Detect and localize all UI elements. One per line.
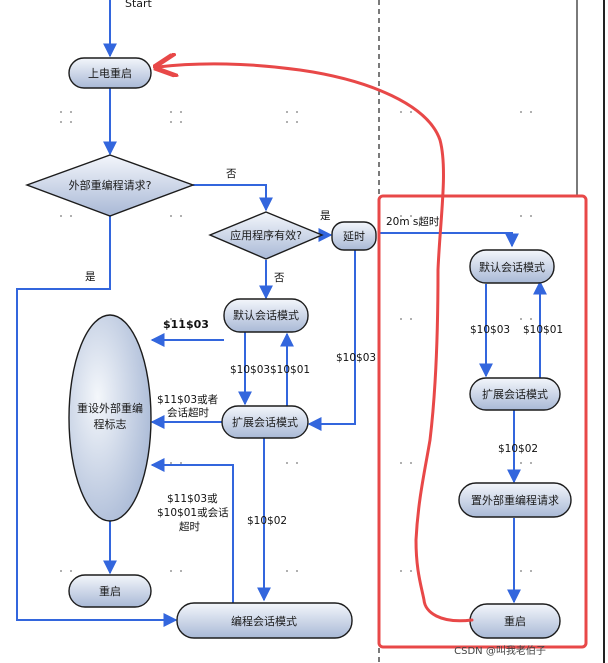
edge-label-10-01-a: $10$01	[270, 364, 310, 376]
node-extended-session-left	[221, 405, 309, 439]
node-set-ext-reprogram-request	[458, 482, 572, 518]
edge-label-11-03-timeout-line2: 会话超时	[167, 406, 209, 419]
grid-dots	[60, 111, 532, 572]
annotation-red-arrow	[158, 64, 474, 623]
node-set-ext-reprogram-request-label: 置外部重编程请求	[471, 493, 559, 507]
edge-label-no-2: 否	[274, 272, 285, 284]
node-ext-reprogram-request	[24, 154, 196, 217]
node-power-on-reset-label: 上电重启	[88, 66, 132, 80]
edge-label-11-03: $11$03	[163, 318, 209, 331]
node-reset-flag	[68, 314, 152, 522]
edge-label-10-03-delay: $10$03	[336, 352, 376, 364]
edge-label-no-1: 否	[226, 168, 237, 180]
edge-20ms-timeout	[380, 232, 519, 248]
node-restart-left	[68, 574, 152, 608]
edge-prog-to-reset-flag	[150, 458, 234, 603]
watermark-text: CSDN @叫我老伯子	[454, 644, 546, 657]
start-label: Start	[125, 0, 153, 10]
edge-label-yes-1: 是	[85, 271, 96, 283]
node-delay-label: 延时	[343, 230, 365, 243]
edge-label-10-03-b: $10$03	[470, 324, 510, 336]
node-reset-flag-label-line2: 程标志	[94, 417, 127, 431]
edge-label-prog-exit-line3: 超时	[179, 520, 200, 533]
edge-label-10-02-b: $10$02	[498, 443, 538, 455]
edge-label-10-03-a: $10$03	[230, 364, 270, 376]
edge-label-20ms-timeout: 20m s超时	[386, 215, 440, 228]
node-app-valid-label: 应用程序有效?	[230, 228, 302, 242]
node-delay	[331, 221, 377, 251]
node-power-on-reset	[68, 57, 152, 89]
node-app-valid	[208, 211, 324, 260]
edge-label-prog-exit-line1: $11$03或	[167, 493, 218, 505]
node-programming-session	[176, 602, 353, 639]
edge-label-10-02-a: $10$02	[247, 515, 287, 527]
node-restart-right-label: 重启	[504, 614, 526, 628]
edge-label-10-01-b: $10$01	[523, 324, 563, 336]
node-ext-reprogram-request-label: 外部重编程请求?	[69, 178, 152, 192]
node-reset-flag-label-line1: 重设外部重编	[77, 401, 143, 415]
annotation-red-box	[377, 194, 588, 649]
edge-req-no	[193, 184, 273, 212]
edge-delay-to-ext	[307, 250, 356, 431]
edge-label-yes-2: 是	[320, 210, 331, 222]
edge-label-11-03-timeout-line1: $11$03或者	[157, 394, 218, 406]
edge-req-yes	[16, 216, 178, 627]
node-extended-session-left-label: 扩展会话模式	[232, 415, 298, 429]
edge-label-prog-exit-line2: $10$01或会话	[157, 506, 229, 519]
node-default-session-right-label: 默认会话模式	[479, 261, 545, 274]
node-extended-session-right-label: 扩展会话模式	[482, 387, 548, 401]
node-restart-left-label: 重启	[99, 584, 121, 598]
node-default-session-right	[469, 249, 555, 284]
node-extended-session-right	[469, 377, 561, 411]
node-programming-session-label: 编程会话模式	[231, 614, 297, 628]
node-default-session-left	[223, 298, 309, 333]
node-default-session-left-label: 默认会话模式	[233, 309, 299, 322]
